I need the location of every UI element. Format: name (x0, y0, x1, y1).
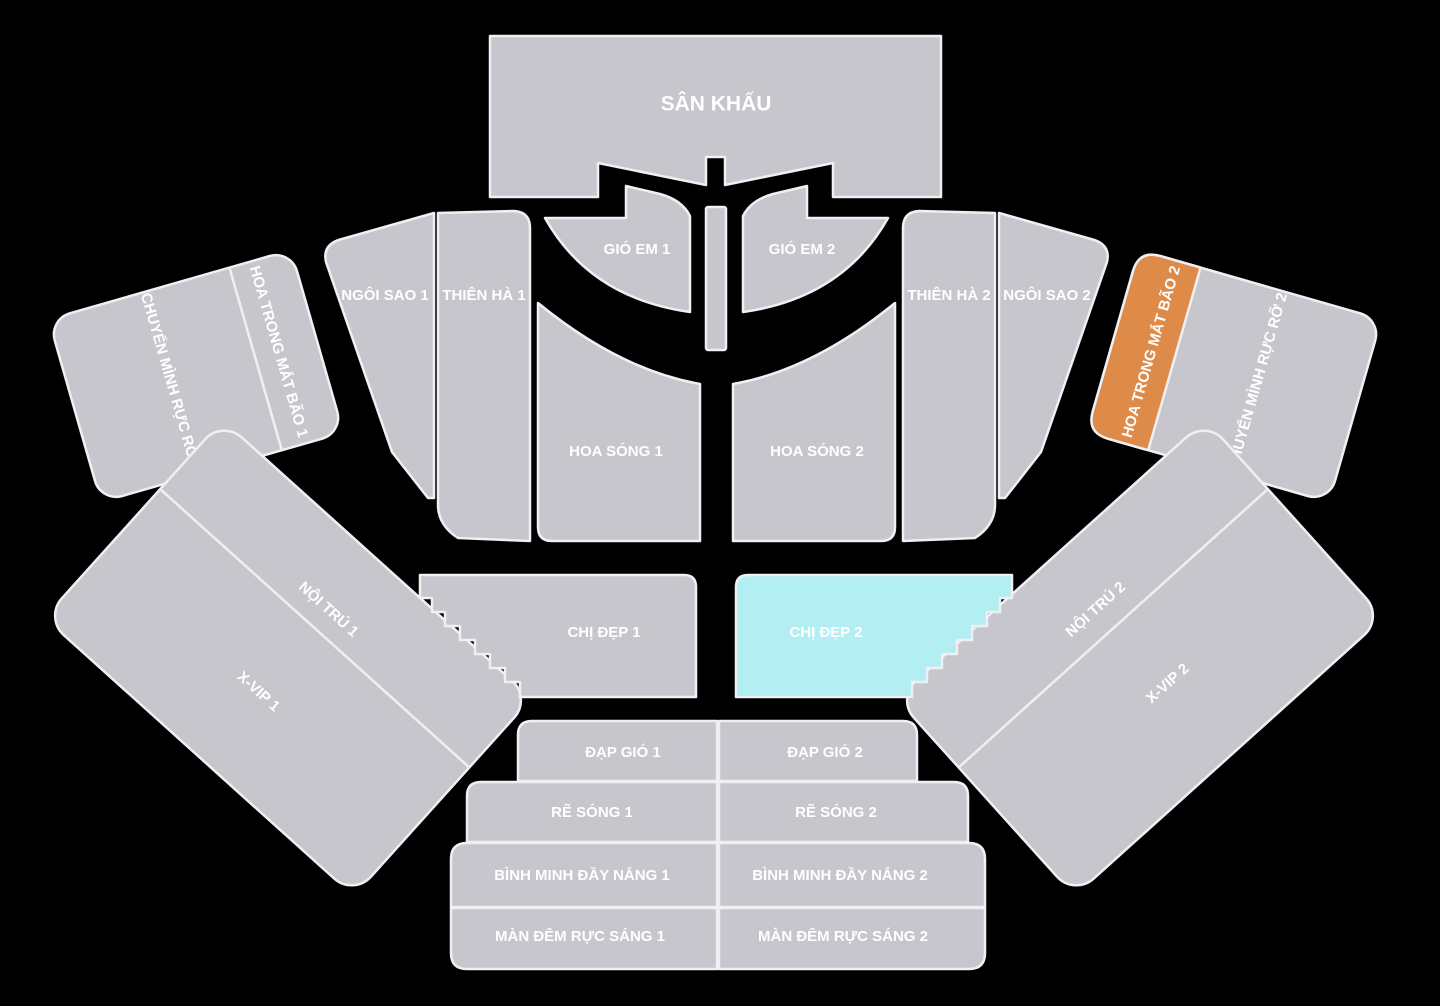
section-gio-em-2[interactable] (741, 184, 890, 314)
section-dap-gio-2[interactable] (717, 719, 919, 783)
section-gio-em-1[interactable] (543, 184, 692, 314)
section-binh-minh-2[interactable] (717, 841, 987, 909)
section-binh-minh-1[interactable] (449, 841, 719, 909)
section-ngoi-sao-1[interactable] (324, 211, 436, 500)
section-hoa-song-1[interactable] (536, 301, 702, 543)
section-re-song-1[interactable] (465, 780, 719, 844)
section-thien-ha-2[interactable] (901, 209, 997, 543)
section-chi-dep-2[interactable] (734, 573, 1014, 699)
catwalk (704, 205, 728, 352)
section-man-dem-1[interactable] (449, 906, 719, 971)
section-re-song-2[interactable] (717, 780, 970, 844)
stage (488, 34, 943, 199)
section-thien-ha-1[interactable] (436, 209, 532, 543)
section-man-dem-2[interactable] (717, 906, 987, 971)
section-hoa-song-2[interactable] (731, 301, 897, 543)
section-ngoi-sao-2[interactable] (997, 211, 1109, 500)
section-chi-dep-1[interactable] (418, 573, 698, 699)
section-hoa-trong-mat-bao-2[interactable] (1087, 250, 1202, 452)
section-dap-gio-1[interactable] (516, 719, 719, 783)
